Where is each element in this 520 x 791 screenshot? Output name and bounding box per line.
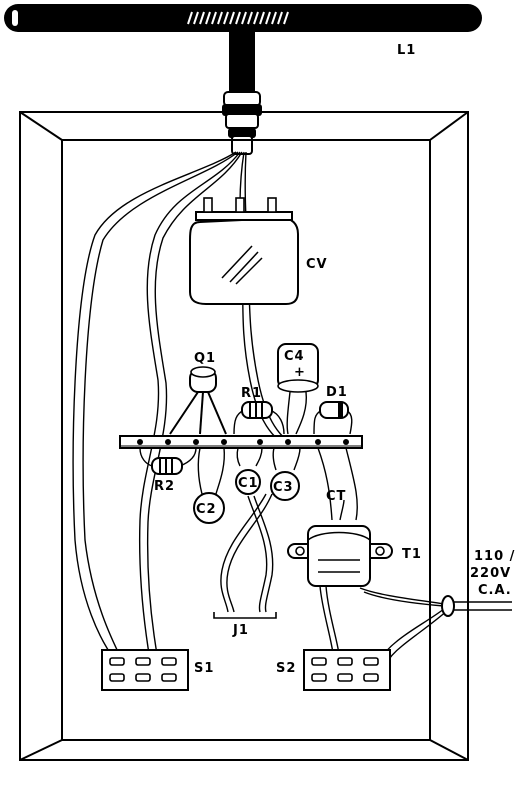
- label-r1: R1: [241, 386, 262, 401]
- enclosure-box: [19, 111, 469, 761]
- label-c4: C4: [284, 349, 305, 364]
- label-l1: L1: [397, 43, 416, 58]
- label-j1: J1: [232, 623, 249, 638]
- label-s2: S2: [276, 661, 296, 676]
- label-mains-voltage-1: 110 /: [474, 549, 515, 564]
- switch-s1: [101, 649, 189, 691]
- resistor-r1: [233, 401, 285, 435]
- capacitor-c1: [235, 447, 263, 495]
- transformer-wires: [317, 447, 358, 521]
- antenna-mast: [229, 30, 255, 96]
- capacitor-c2: [193, 447, 226, 524]
- label-c1: C1: [238, 476, 259, 491]
- label-cv: CV: [306, 257, 328, 272]
- transformer-t1: [287, 525, 393, 587]
- diode-d1: [313, 401, 353, 435]
- label-r2: R2: [154, 479, 175, 494]
- label-t1: T1: [402, 547, 422, 562]
- label-mains-voltage-3: C.A.: [478, 583, 512, 598]
- label-mains-voltage-2: 220V: [470, 566, 511, 581]
- label-c4-plus: +: [294, 365, 306, 380]
- terminal-strip-board: [119, 435, 363, 449]
- variable-capacitor-cv: [189, 197, 299, 305]
- capacitor-c3: [270, 447, 301, 501]
- resistor-r2: [139, 447, 197, 475]
- antenna-bushing: [222, 91, 262, 155]
- switch-s2: [303, 649, 391, 691]
- output-leads-j1: [213, 493, 277, 619]
- label-q1: Q1: [194, 351, 216, 366]
- antenna-rod: [4, 4, 482, 32]
- capacitor-c4: [277, 343, 319, 435]
- label-c3: C3: [273, 480, 294, 495]
- antenna-wires: [72, 151, 301, 661]
- transistor-q1: [169, 366, 227, 435]
- label-d1: D1: [326, 385, 348, 400]
- label-ct: CT: [326, 489, 346, 504]
- label-c2: C2: [196, 502, 217, 517]
- label-s1: S1: [194, 661, 214, 676]
